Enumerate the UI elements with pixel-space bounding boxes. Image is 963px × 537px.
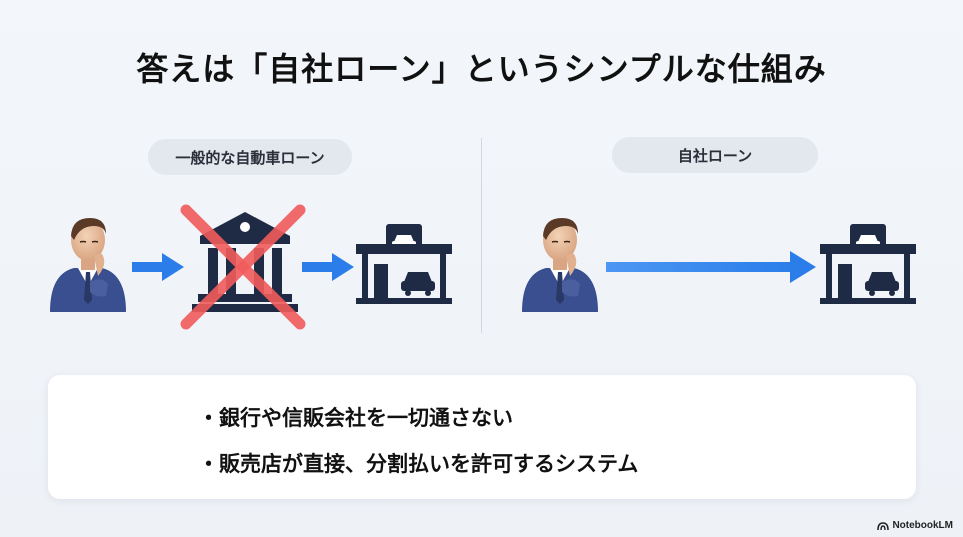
brand-label: NotebookLM [892,520,953,531]
cross-icon [180,204,306,330]
summary-panel [48,375,916,499]
brand-mark: NotebookLM [877,520,953,531]
bank-icon [192,212,298,312]
arrow-icon [132,253,184,281]
label-in-house-loan: 自社ローン [612,137,818,173]
person-icon [522,218,598,312]
page-title: 答えは「自社ローン」というシンプルな仕組み [136,50,827,88]
car-dealership-icon [356,224,452,304]
bullet-item: ・銀行や信販会社を一切通さない [198,406,513,430]
notebooklm-logo-icon [877,521,890,530]
arrow-icon [302,253,354,281]
direct-arrow-icon [606,251,816,283]
bullet-item: ・販売店が直接、分割払いを許可するシステム [198,452,639,476]
section-divider [481,138,482,333]
person-icon [50,218,126,312]
label-conventional-loan: 一般的な自動車ローン [148,139,352,175]
car-dealership-icon [820,224,916,304]
